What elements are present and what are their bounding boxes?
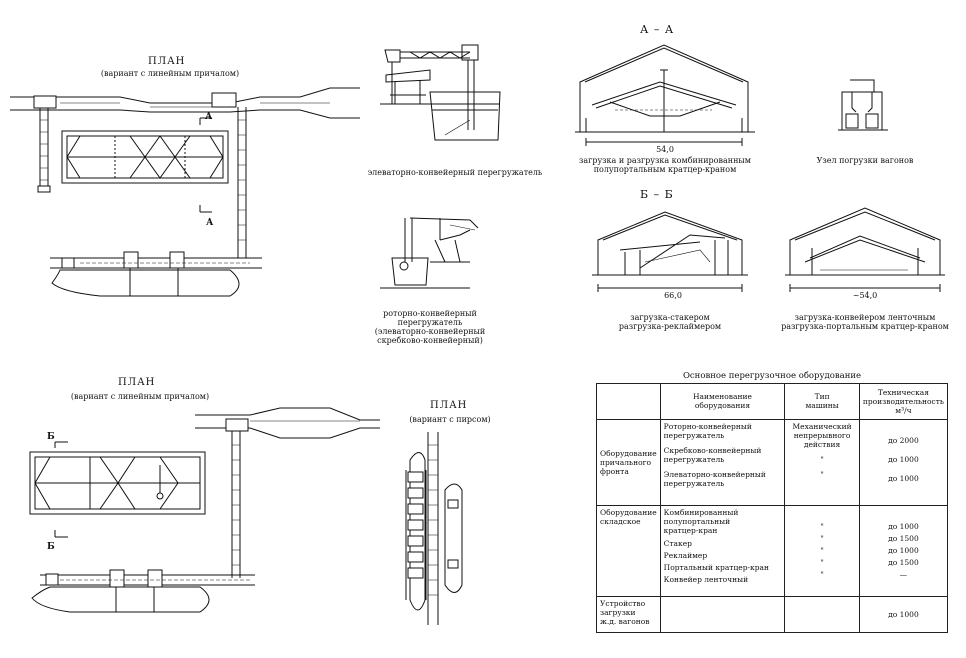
plan-pier-title: ПЛАН bbox=[430, 400, 468, 411]
table-type: " bbox=[820, 454, 824, 464]
warehouse-section-bb-right bbox=[785, 207, 945, 292]
table-item: Элеваторно-конвейерный перегружатель bbox=[663, 469, 766, 488]
table-item: Роторно-конвейерный перегружатель bbox=[663, 421, 752, 440]
table-item: Скребково-конвейерный перегружатель bbox=[663, 445, 762, 464]
table-capacity-cell: до 2000 до 1000 до 1000 bbox=[858, 418, 949, 507]
table-group-cell: Оборудование складское bbox=[596, 505, 661, 598]
table-type: Механический непрерывного действия bbox=[792, 421, 852, 449]
table-types-cell bbox=[784, 596, 860, 633]
rotor-reloader-caption: роторно-конвейерный перегружатель (элева… bbox=[374, 309, 486, 345]
table-row: Оборудование причального фронта Роторно-… bbox=[596, 418, 949, 507]
section-bb-caption-right: загрузка-конвейером ленточным разгрузка-… bbox=[781, 313, 949, 331]
table-capacity: до 1500 bbox=[888, 558, 919, 568]
table-item: Стакер bbox=[663, 539, 692, 549]
table-row: Оборудование складское Комбинированный п… bbox=[596, 505, 949, 598]
table-group-cell: Оборудование причального фронта bbox=[596, 418, 661, 507]
vessel-bottom bbox=[31, 586, 210, 613]
table-items-cell bbox=[659, 596, 786, 633]
vessel-pier-left bbox=[405, 452, 427, 611]
table-capacity: до 1500 bbox=[888, 534, 919, 544]
rotor-reloader bbox=[380, 217, 479, 289]
transfer-tower-left bbox=[33, 95, 57, 109]
warehouse-section-aa bbox=[575, 44, 755, 146]
table-type: " bbox=[820, 469, 824, 479]
section-aa-dimension: 54,0 bbox=[656, 145, 674, 154]
warehouse-bottom bbox=[29, 451, 206, 515]
equipment-table: Наименование оборудования Тип машины Тех… bbox=[596, 383, 949, 633]
gallery-right bbox=[237, 107, 247, 258]
table-item: Конвейер ленточный bbox=[663, 575, 749, 585]
section-marker-a-bottom: А bbox=[206, 218, 214, 228]
section-aa-caption: загрузка и разгрузка комбинированным пол… bbox=[579, 156, 751, 174]
table-row: Устройство загрузки ж.д. вагонов до 1000 bbox=[596, 596, 949, 633]
transfer-tower-right bbox=[211, 92, 237, 108]
table-header-row: Наименование оборудования Тип машины Тех… bbox=[596, 383, 949, 420]
table-capacity: до 1000 bbox=[888, 454, 919, 464]
gallery-left bbox=[39, 108, 49, 188]
section-bb-dimension-right: ~54,0 bbox=[852, 291, 878, 300]
warehouse-section-bb-left bbox=[592, 211, 748, 292]
table-type: " bbox=[820, 570, 824, 580]
table-capacity: до 1000 bbox=[888, 522, 919, 532]
table-capacity-cell: до 1000 bbox=[858, 596, 949, 633]
table-capacity-cell: до 1000 до 1500 до 1000 до 1500 — bbox=[858, 505, 949, 598]
table-capacity: до 1000 bbox=[888, 473, 919, 483]
wagon-loading-caption: Узел погрузки вагонов bbox=[816, 156, 914, 165]
table-type: " bbox=[820, 522, 824, 532]
table-type: " bbox=[820, 558, 824, 568]
table-items-cell: Роторно-конвейерный перегружатель Скребк… bbox=[659, 418, 786, 507]
vessel-pier-right bbox=[444, 483, 463, 593]
section-marker-b-top: Б bbox=[47, 432, 55, 442]
section-bb-dimension-left: 66,0 bbox=[664, 291, 682, 300]
table-item: Комбинированный полупортальный кратцер-к… bbox=[663, 508, 739, 536]
section-marker-a-top: А bbox=[205, 112, 213, 122]
plan-bottom-subtitle: (вариант с линейным причалом) bbox=[70, 392, 210, 401]
table-header-group bbox=[596, 383, 661, 420]
plan-bottom-title: ПЛАН bbox=[118, 377, 156, 388]
warehouse-top bbox=[61, 130, 229, 184]
elevator-reloader bbox=[380, 44, 501, 141]
table-capacity: до 1000 bbox=[888, 546, 919, 556]
table-types-cell: Механический непрерывного действия " " bbox=[784, 418, 860, 507]
table-type: " bbox=[820, 546, 824, 556]
berth-top bbox=[50, 251, 262, 297]
table-type: " bbox=[820, 534, 824, 544]
plan-pier-subtitle: (вариант с пирсом) bbox=[409, 415, 491, 424]
elevator-reloader-caption: элеваторно-конвейерный перегружатель bbox=[367, 168, 543, 177]
table-capacity: — bbox=[899, 570, 908, 580]
table-header-type: Тип машины bbox=[784, 383, 860, 420]
vessel-top bbox=[51, 269, 240, 297]
section-bb-caption-left: загрузка-стакером разгрузка-реклаймером bbox=[618, 313, 722, 331]
table-items-cell: Комбинированный полупортальный кратцер-к… bbox=[659, 505, 786, 598]
table-group-cell: Устройство загрузки ж.д. вагонов bbox=[596, 596, 661, 633]
transfer-tower-bottom bbox=[225, 418, 249, 432]
table-item: Портальный кратцер-кран bbox=[663, 563, 770, 573]
section-aa-title: А – А bbox=[640, 23, 675, 36]
section-marker-b-bottom: Б bbox=[47, 542, 55, 552]
wagon-loading-node bbox=[838, 79, 888, 131]
table-capacity: до 2000 bbox=[888, 435, 919, 445]
table-types-cell: " " " " " bbox=[784, 505, 860, 598]
equipment-table-caption: Основное перегрузочное оборудование bbox=[682, 371, 862, 381]
plan-top-subtitle: (вариант с линейным причалом) bbox=[100, 69, 240, 78]
table-header-capacity: Техническая производительность м³/ч bbox=[858, 383, 949, 420]
table-item: Реклаймер bbox=[663, 551, 708, 561]
plan-top-title: ПЛАН bbox=[148, 56, 186, 67]
pier bbox=[427, 432, 439, 625]
berth-bottom bbox=[31, 569, 255, 613]
gallery-bottom bbox=[231, 431, 241, 578]
table-header-name: Наименование оборудования bbox=[659, 383, 786, 420]
section-bb-title: Б – Б bbox=[640, 188, 674, 201]
